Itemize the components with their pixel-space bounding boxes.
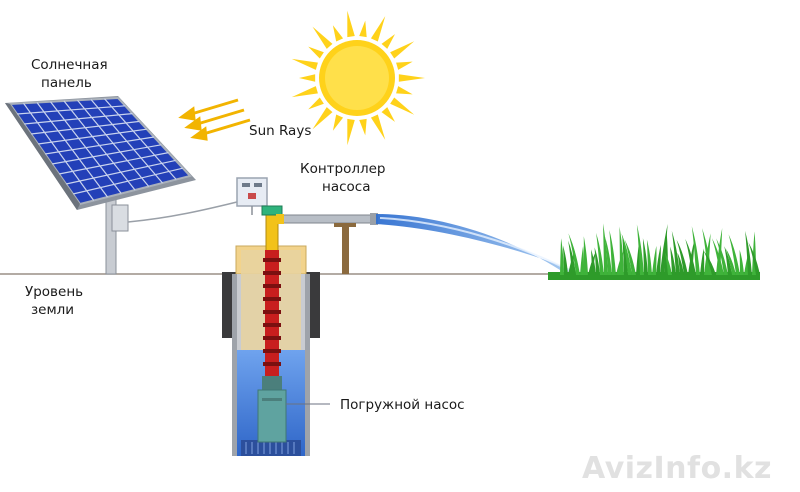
label-controller: Контроллер насоса bbox=[300, 160, 386, 196]
water-jet bbox=[376, 214, 582, 274]
watermark-text: AvizInfo.kz bbox=[582, 451, 772, 486]
label-ground-level: Уровень земли bbox=[25, 283, 83, 319]
sun-icon bbox=[291, 10, 425, 146]
sun-rays-arrows bbox=[178, 98, 251, 141]
label-sun-rays: Sun Rays bbox=[249, 123, 312, 139]
controller-box-icon bbox=[236, 177, 268, 215]
label-ground-line1: Уровень bbox=[25, 284, 84, 300]
riser-pipe bbox=[261, 205, 284, 378]
label-controller-line2: насоса bbox=[322, 179, 371, 195]
label-solar-panel-line1: Солнечная bbox=[31, 57, 108, 73]
label-ground-line2: земли bbox=[31, 302, 75, 318]
grass-icon bbox=[548, 223, 760, 280]
label-submersible-pump: Погружной насос bbox=[340, 397, 465, 413]
power-cable bbox=[127, 199, 246, 223]
solar-panel-icon bbox=[5, 96, 196, 275]
label-solar-panel: Солнечная панель bbox=[31, 56, 108, 92]
label-solar-panel-line2: панель bbox=[41, 75, 92, 91]
submersible-pump-icon bbox=[257, 376, 330, 443]
label-controller-line1: Контроллер bbox=[300, 161, 386, 177]
